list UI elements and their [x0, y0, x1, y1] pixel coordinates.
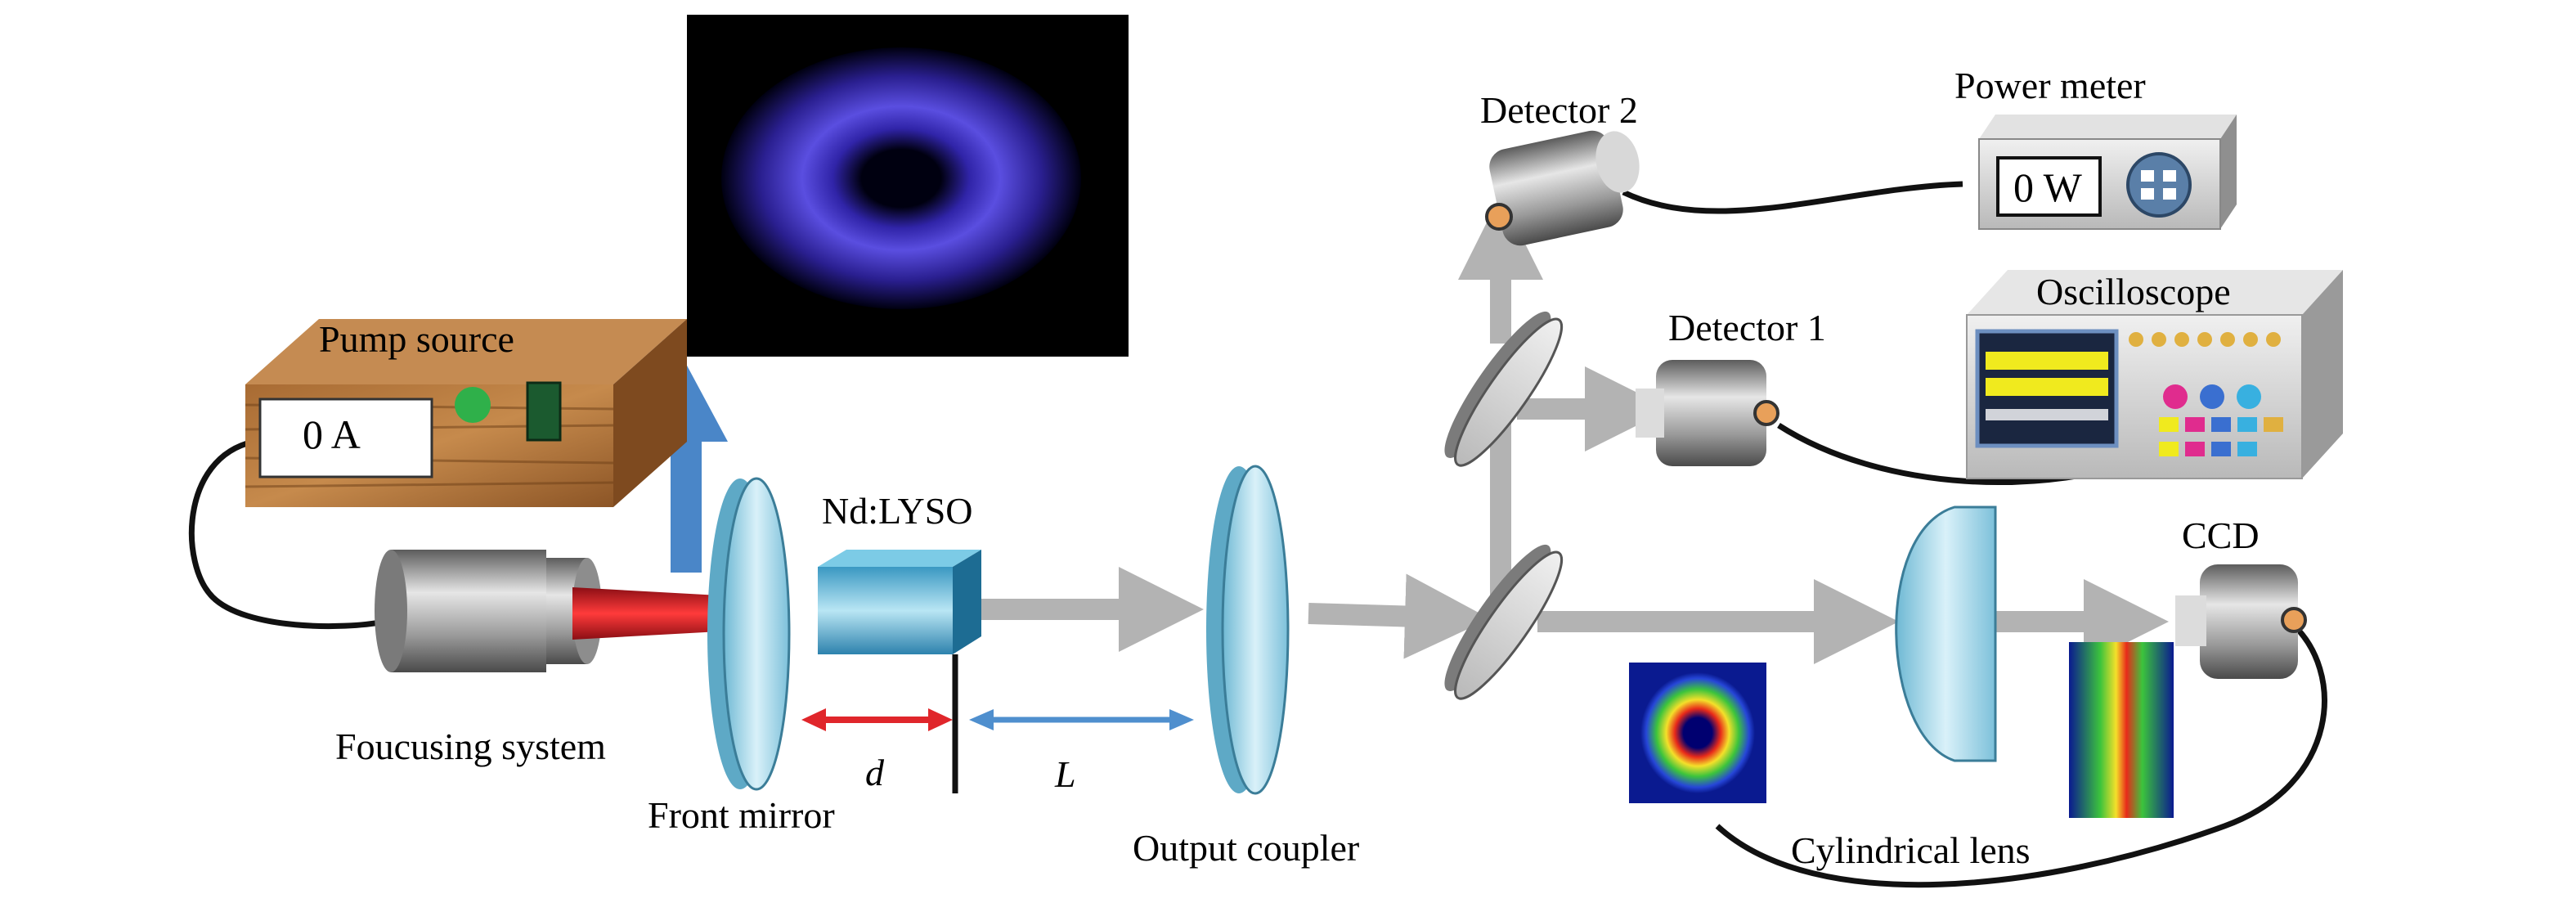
distance-markers: d L: [801, 654, 1194, 795]
beam-splitters: [1444, 311, 1564, 700]
oscilloscope-label: Oscilloscope: [2036, 271, 2231, 312]
d-arrow: [801, 708, 953, 731]
front-mirror-label: Front mirror: [648, 794, 835, 836]
focusing-system: [375, 550, 720, 672]
power-reading-value: 0 W: [2013, 164, 2083, 210]
beam-splitter-top: [1444, 311, 1564, 467]
stripe-intensity-profile: [2069, 642, 2174, 818]
oscilloscope: [1966, 270, 2343, 479]
pump-source: 0 A Pump source: [245, 318, 687, 507]
cylindrical-lens-label: Cylindrical lens: [1791, 829, 2031, 871]
power-meter: 0 W: [1978, 115, 2237, 230]
detector-2: [1485, 130, 1640, 246]
pump-display: [258, 398, 433, 478]
cables: [188, 181, 2327, 888]
L-label: L: [1054, 753, 1076, 795]
donut-intensity-profile: [1629, 663, 1766, 803]
power-meter-dial-icon: [2126, 152, 2192, 218]
cylindrical-lens: [1895, 505, 1997, 762]
detector2-cable: [1622, 181, 1963, 214]
power-display: [1996, 156, 2102, 217]
detector-2-lens-icon: [1485, 203, 1513, 231]
beam-coupler-to-splitter: [1308, 573, 1490, 659]
detector-1-lens-icon: [1753, 400, 1779, 426]
detector-1-label: Detector 1: [1668, 307, 1826, 348]
front-mirror: [707, 477, 791, 791]
nd-lyso-crystal: [818, 550, 981, 654]
vortex-beam-image: [687, 15, 1129, 357]
pump-cable: [188, 438, 385, 630]
pump-current-value: 0 A: [303, 411, 361, 457]
ccd-lens-icon: [2281, 607, 2307, 633]
beam-splitter-bottom: [1444, 544, 1564, 700]
pump-source-label: Pump source: [319, 318, 514, 360]
focusing-system-label: Foucusing system: [335, 726, 606, 767]
green-led-icon: [455, 387, 491, 423]
ccd-camera: [2175, 564, 2307, 679]
d-label: d: [865, 752, 885, 793]
beam-path: [981, 195, 2169, 664]
output-coupler: [1206, 465, 1290, 795]
L-arrow: [969, 709, 1194, 730]
pump-beam: [572, 587, 720, 640]
ccd-label: CCD: [2182, 514, 2260, 556]
oscilloscope-buttons: [2129, 332, 2283, 456]
detector-2-label: Detector 2: [1480, 89, 1638, 131]
ccd-cable: [1715, 619, 2327, 888]
detector-1: [1636, 360, 1779, 466]
power-meter-label: Power meter: [1954, 65, 2146, 106]
pump-switch-icon: [526, 381, 562, 442]
crystal-label: Nd:LYSO: [822, 490, 973, 532]
output-coupler-label: Output coupler: [1133, 827, 1359, 869]
